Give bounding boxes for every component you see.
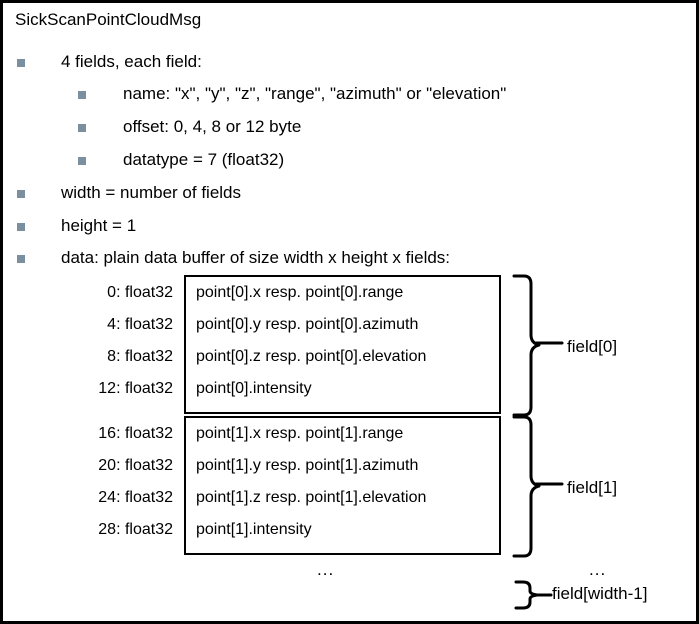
field-label-last: field[width-1] [552, 584, 648, 603]
brace-field-0 [512, 274, 541, 417]
data-line: point[1].intensity [196, 521, 312, 538]
brace-field-1 [512, 415, 541, 558]
bullet-item-data: data: plain data buffer of size width x … [17, 246, 450, 270]
offset-label: 4: float32 [107, 316, 173, 333]
square-bullet-icon [78, 157, 86, 165]
data-line: point[0].intensity [196, 380, 312, 397]
brace-connector-field-1 [534, 482, 564, 486]
square-bullet-icon [17, 190, 25, 198]
offset-label: 12: float32 [98, 380, 173, 397]
brace-connector-field-last [533, 593, 553, 597]
square-bullet-icon [17, 255, 25, 263]
data-line: point[1].z resp. point[1].elevation [196, 489, 427, 506]
data-line: point[1].x resp. point[1].range [196, 425, 404, 442]
square-bullet-icon [78, 124, 86, 132]
offset-label: 8: float32 [107, 348, 173, 365]
square-bullet-icon [17, 59, 25, 67]
ellipsis-boxes: ... [317, 560, 335, 579]
bullet-label: data: plain data buffer of size width x … [61, 248, 451, 267]
data-box-field-1: point[1].x resp. point[1].range point[1]… [184, 416, 501, 555]
ellipsis-fields: ... [589, 560, 607, 579]
offset-column: 0: float32 4: float32 8: float32 12: flo… [63, 277, 173, 405]
bullet-label: height = 1 [61, 216, 137, 235]
bullet-item-datatype: datatype = 7 (float32) [78, 148, 284, 172]
offset-label: 24: float32 [98, 489, 173, 506]
data-box-field-0: point[0].x resp. point[0].range point[0]… [184, 275, 501, 414]
offset-label: 28: float32 [98, 521, 173, 538]
bullet-label: datatype = 7 (float32) [123, 150, 285, 169]
bullet-item-width: width = number of fields [17, 181, 241, 205]
offset-label: 16: float32 [98, 425, 173, 442]
brace-connector-field-0 [534, 341, 564, 345]
square-bullet-icon [78, 91, 86, 99]
data-line: point[0].x resp. point[0].range [196, 284, 404, 301]
data-line: point[0].y resp. point[0].azimuth [196, 316, 419, 333]
square-bullet-icon [17, 223, 25, 231]
bullet-item-name: name: "x", "y", "z", "range", "azimuth" … [78, 82, 506, 106]
bullet-label: offset: 0, 4, 8 or 12 byte [123, 117, 302, 136]
bullet-item-offset: offset: 0, 4, 8 or 12 byte [78, 115, 301, 139]
data-line: point[1].y resp. point[1].azimuth [196, 457, 419, 474]
bullet-item-fields: 4 fields, each field: [17, 50, 202, 74]
field-label-1: field[1] [567, 478, 618, 497]
data-line: point[0].z resp. point[0].elevation [196, 348, 427, 365]
bullet-label: width = number of fields [61, 183, 242, 202]
offset-label: 20: float32 [98, 457, 173, 474]
bullet-label: 4 fields, each field: [61, 52, 202, 71]
bullet-label: name: "x", "y", "z", "range", "azimuth" … [123, 84, 507, 103]
offset-column: 16: float32 20: float32 24: float32 28: … [63, 418, 173, 546]
field-label-0: field[0] [567, 337, 618, 356]
offset-label: 0: float32 [107, 284, 173, 301]
page-title: SickScanPointCloudMsg [15, 10, 202, 29]
bullet-item-height: height = 1 [17, 214, 136, 238]
